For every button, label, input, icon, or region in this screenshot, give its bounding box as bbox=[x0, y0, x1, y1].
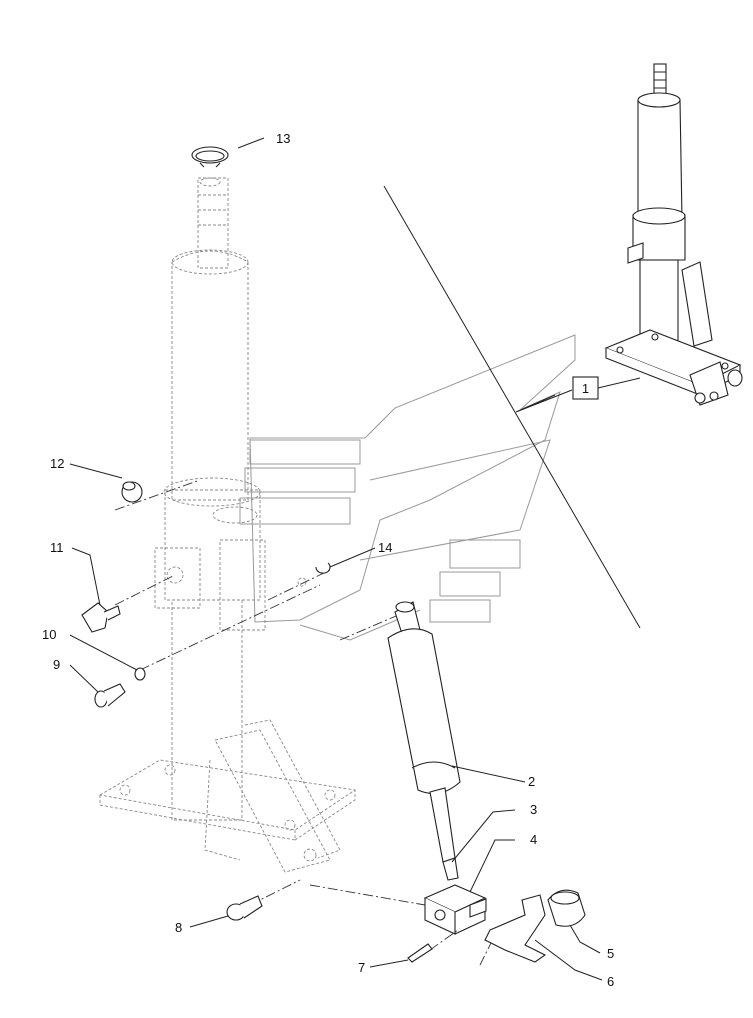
mount-block-part-4 bbox=[423, 884, 487, 935]
snap-ring-part-13 bbox=[191, 146, 229, 168]
callout-label-10: 10 bbox=[42, 627, 56, 642]
watermark-logo bbox=[239, 334, 576, 641]
callout-label-12: 12 bbox=[50, 456, 64, 471]
washer-part-10 bbox=[134, 667, 146, 681]
callout-label-1: 1 bbox=[582, 381, 589, 396]
callout-leaders bbox=[69, 137, 641, 981]
steering-column-ghost bbox=[98, 177, 357, 873]
bolt-part-9 bbox=[94, 683, 126, 708]
small-washer bbox=[297, 577, 307, 587]
callout-label-4: 4 bbox=[530, 832, 537, 847]
bolt-part-8 bbox=[226, 895, 263, 921]
callout-label-8: 8 bbox=[175, 920, 182, 935]
callout-label-2: 2 bbox=[528, 774, 535, 789]
plug-cap-part-12 bbox=[121, 481, 143, 503]
callout-label-3: 3 bbox=[530, 802, 537, 817]
callout-label-6: 6 bbox=[607, 974, 614, 989]
separator-line bbox=[383, 185, 641, 629]
callout-label-7: 7 bbox=[358, 960, 365, 975]
pin-part-7 bbox=[407, 943, 433, 963]
bracket-part-6 bbox=[484, 894, 547, 963]
assembly-axis-lines bbox=[114, 479, 496, 966]
clip-part-14 bbox=[315, 562, 331, 574]
callout-label-5: 5 bbox=[607, 946, 614, 961]
callout-label-11: 11 bbox=[50, 540, 64, 555]
assembly-overview-part-1 bbox=[604, 63, 743, 406]
gas-spring-part-2 bbox=[387, 601, 461, 881]
callout-label-13: 13 bbox=[276, 131, 290, 146]
callout-label-9: 9 bbox=[53, 657, 60, 672]
knob-bolt-part-11 bbox=[81, 602, 121, 633]
knob-cap-part-5 bbox=[547, 889, 586, 927]
callout-label-14: 14 bbox=[378, 540, 392, 555]
callout-1: 1 bbox=[572, 376, 599, 400]
